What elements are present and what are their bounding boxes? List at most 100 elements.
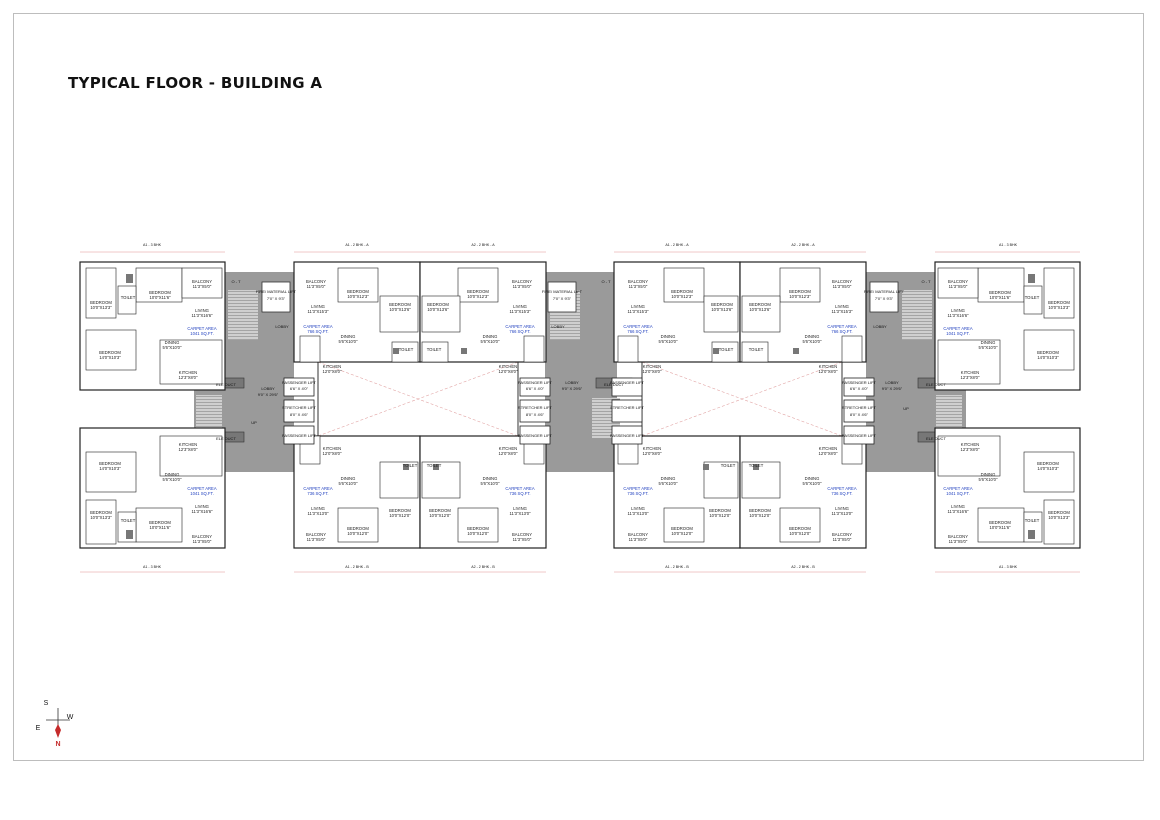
svg-text:LOBBY: LOBBY [885, 380, 899, 385]
labels-2bhk-bottom-4: KITCHEN 12'0"X8'0" DINING 5'6"X10'0" CAR… [749, 446, 857, 542]
svg-text:KITCHEN: KITCHEN [643, 446, 661, 451]
svg-text:10'0"X12'3": 10'0"X12'3" [789, 294, 811, 299]
svg-text:11'3"X13'0": 11'3"X13'0" [307, 511, 329, 516]
svg-text:DINING: DINING [341, 476, 356, 481]
dimension-lines [80, 251, 1080, 573]
svg-text:TOILET: TOILET [719, 347, 734, 352]
svg-text:TOILET: TOILET [1025, 518, 1040, 523]
svg-text:BEDROOM: BEDROOM [1048, 510, 1070, 515]
unit-A1-right-top [934, 261, 1081, 391]
svg-text:CARPET AREA: CARPET AREA [623, 324, 652, 329]
svg-text:11'3"X5'0": 11'3"X5'0" [949, 284, 968, 289]
svg-text:LIVING: LIVING [835, 506, 849, 511]
svg-text:10'0"X12'3": 10'0"X12'3" [671, 294, 693, 299]
svg-text:TOILET: TOILET [427, 347, 442, 352]
svg-text:12'0"X8'0": 12'0"X8'0" [498, 369, 518, 374]
svg-text:LIVING: LIVING [951, 504, 965, 509]
svg-text:12'0"X8'0": 12'0"X8'0" [818, 451, 838, 456]
svg-text:11'3"X5'0": 11'3"X5'0" [307, 284, 326, 289]
svg-text:766 SQ.FT.: 766 SQ.FT. [831, 329, 852, 334]
svg-text:12'3"X8'0": 12'3"X8'0" [178, 375, 198, 380]
svg-text:TOILET: TOILET [403, 463, 418, 468]
svg-text:KITCHEN: KITCHEN [643, 364, 661, 369]
svg-text:11'3"X5'0": 11'3"X5'0" [629, 537, 648, 542]
svg-text:BEDROOM: BEDROOM [671, 526, 693, 531]
svg-text:7'0" X 9'3": 7'0" X 9'3" [875, 296, 894, 301]
svg-text:KITCHEN: KITCHEN [961, 442, 979, 447]
svg-text:5'6"X10'0": 5'6"X10'0" [658, 339, 678, 344]
svg-text:1041 SQ.FT.: 1041 SQ.FT. [190, 491, 214, 496]
svg-text:10'0"X12'3": 10'0"X12'3" [467, 294, 489, 299]
unit-A1-2bhk-bottom-1 [293, 435, 421, 549]
svg-text:TOILET: TOILET [749, 347, 764, 352]
svg-text:11'3"X15'3": 11'3"X15'3" [509, 309, 531, 314]
svg-text:PASSENGER LIFT: PASSENGER LIFT [282, 433, 316, 438]
svg-text:S: S [44, 700, 49, 707]
svg-text:10'0"X12'3": 10'0"X12'3" [347, 294, 369, 299]
svg-text:O - T: O - T [921, 279, 931, 284]
labels-A1-left-top: BEDROOM 10'0"X13'3" BEDROOM 10'0"X11'6" … [90, 279, 217, 380]
north-arrow-icon [55, 724, 61, 738]
svg-text:LIVING: LIVING [631, 304, 645, 309]
unit-A2-2bhk-top-1 [419, 261, 547, 363]
labels-2bhk-top-4: BALCONY 11'3"X5'0" BEDROOM 10'0"X12'3" B… [749, 279, 857, 374]
svg-text:A1 - 2 BHK - B: A1 - 2 BHK - B [665, 565, 689, 569]
svg-text:10'0"X13'3": 10'0"X13'3" [1048, 305, 1070, 310]
svg-text:O - T: O - T [601, 279, 611, 284]
svg-text:5'6"X10'0": 5'6"X10'0" [658, 481, 678, 486]
svg-text:12'3"X8'0": 12'3"X8'0" [960, 375, 980, 380]
svg-text:FIRE/ MATERIAL LIFT: FIRE/ MATERIAL LIFT [864, 289, 905, 294]
svg-text:KITCHEN: KITCHEN [323, 364, 341, 369]
svg-text:PASSENGER LIFT: PASSENGER LIFT [842, 380, 876, 385]
labels-A1-right-bottom: BEDROOM 14'0"X10'3" KITCHEN 12'3"X8'0" D… [943, 442, 1070, 544]
svg-text:N: N [55, 741, 60, 748]
svg-text:STRETCHER LIFT: STRETCHER LIFT [610, 405, 644, 410]
svg-text:BEDROOM: BEDROOM [789, 526, 811, 531]
svg-text:BEDROOM: BEDROOM [149, 290, 171, 295]
svg-text:KITCHEN: KITCHEN [179, 442, 197, 447]
svg-text:LIVING: LIVING [311, 304, 325, 309]
unit-A1-2bhk-bottom-2 [613, 435, 741, 549]
svg-text:10'0"X12'0": 10'0"X12'0" [709, 513, 731, 518]
svg-text:A1 - 3 BHK: A1 - 3 BHK [999, 243, 1018, 247]
svg-text:11'3"X13'0": 11'3"X13'0" [509, 511, 531, 516]
svg-text:BALCONY: BALCONY [628, 279, 648, 284]
svg-text:CARPET AREA: CARPET AREA [505, 324, 534, 329]
svg-text:BALCONY: BALCONY [192, 279, 212, 284]
svg-text:BALCONY: BALCONY [306, 279, 326, 284]
svg-text:11'3"X15'3": 11'3"X15'3" [831, 309, 853, 314]
svg-text:10'0"X13'3": 10'0"X13'3" [90, 515, 112, 520]
svg-text:PASSENGER LIFT: PASSENGER LIFT [518, 433, 552, 438]
svg-text:12'0"X8'0": 12'0"X8'0" [818, 369, 838, 374]
svg-text:BEDROOM: BEDROOM [467, 526, 489, 531]
unit-A2-2bhk-bottom-2 [739, 435, 867, 549]
svg-text:10'0"X11'6": 10'0"X11'6" [989, 295, 1011, 300]
svg-text:PASSENGER LIFT: PASSENGER LIFT [610, 380, 644, 385]
staircase [902, 290, 932, 340]
unit-type-headers: A1 - 3 BHK A1 - 2 BHK - A A2 - 2 BHK - A… [143, 243, 1018, 569]
svg-text:DINING: DINING [805, 476, 820, 481]
svg-text:11'3"X5'0": 11'3"X5'0" [949, 539, 968, 544]
svg-text:10'0"X13'6": 10'0"X13'6" [389, 307, 411, 312]
svg-text:10'0"X13'6": 10'0"X13'6" [711, 307, 733, 312]
toilet-fixtures [126, 274, 1035, 539]
svg-text:BALCONY: BALCONY [512, 279, 532, 284]
svg-text:LOBBY: LOBBY [261, 386, 275, 391]
svg-text:PASSENGER LIFT: PASSENGER LIFT [842, 433, 876, 438]
svg-text:CARPET AREA: CARPET AREA [623, 486, 652, 491]
labels-2bhk-top-3: BALCONY 11'3"X5'0" BEDROOM 10'0"X12'3" B… [623, 279, 733, 374]
svg-text:5'6"X10'0": 5'6"X10'0" [162, 345, 182, 350]
svg-text:11'3"X15'3": 11'3"X15'3" [627, 309, 649, 314]
svg-text:6'6" X 4'0": 6'6" X 4'0" [290, 386, 309, 391]
svg-text:DINING: DINING [661, 476, 676, 481]
svg-text:11'3"X5'0": 11'3"X5'0" [307, 537, 326, 542]
svg-text:TOILET: TOILET [399, 347, 414, 352]
svg-text:A1 - 2 BHK - A: A1 - 2 BHK - A [665, 243, 689, 247]
svg-text:11'3"X5'0": 11'3"X5'0" [193, 539, 212, 544]
svg-text:736 SQ.FT.: 736 SQ.FT. [627, 491, 648, 496]
svg-text:BEDROOM: BEDROOM [711, 302, 733, 307]
svg-text:11'3"X13'0": 11'3"X13'0" [627, 511, 649, 516]
svg-text:BEDROOM: BEDROOM [90, 510, 112, 515]
svg-text:KITCHEN: KITCHEN [499, 446, 517, 451]
svg-text:TOILET: TOILET [721, 463, 736, 468]
